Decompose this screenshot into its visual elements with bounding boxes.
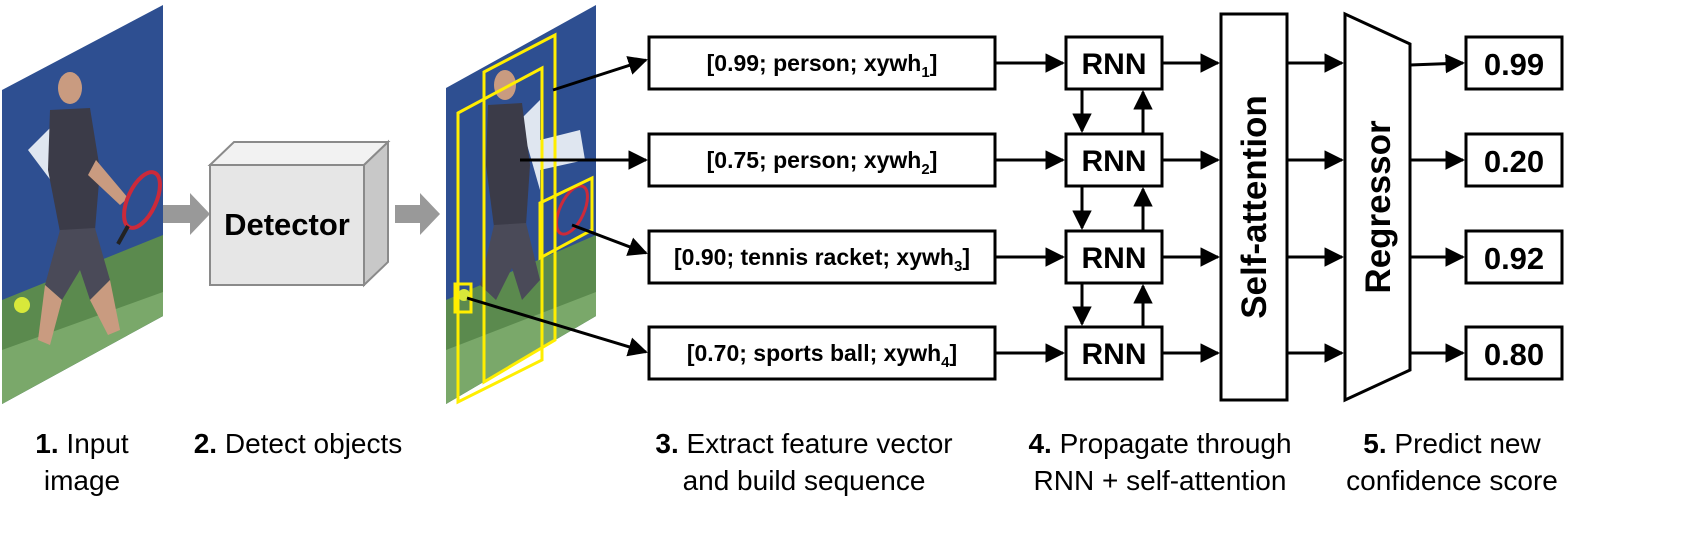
self-attention-block: Self-attention: [1219, 12, 1289, 402]
svg-text:1. Input: 1. Input: [35, 428, 129, 459]
svg-text:and build sequence: and build sequence: [683, 465, 926, 496]
score-2: 0.20: [1464, 132, 1564, 188]
attention-to-regressor-arrows: [1287, 53, 1344, 363]
svg-text:RNN: RNN: [1082, 145, 1147, 178]
feature-to-rnn-arrows: [995, 53, 1065, 363]
svg-text:0.92: 0.92: [1484, 241, 1544, 276]
tennis-ball-icon: [14, 297, 30, 313]
detector-label: Detector: [224, 207, 350, 242]
detection-box-racket: [538, 175, 594, 261]
rnn-1: RNN: [1064, 35, 1164, 91]
score-3: 0.92: [1464, 229, 1564, 285]
person-silhouette-icon: [480, 70, 540, 300]
feature-vector-2: [0.75; person; xywh2]: [647, 132, 997, 188]
detection-box-person-2: [456, 65, 544, 405]
person-silhouette-icon: [38, 72, 128, 345]
svg-text:confidence score: confidence score: [1346, 465, 1558, 496]
detected-image: [446, 5, 596, 405]
svg-text:RNN: RNN: [1082, 48, 1147, 81]
svg-text:RNN: RNN: [1082, 242, 1147, 275]
svg-text:image: image: [44, 465, 120, 496]
regressor-block: Regressor: [1343, 11, 1412, 403]
rnn-to-attention-arrows: [1162, 53, 1220, 363]
caption-step-1: 1. Input image: [35, 428, 129, 496]
feature-vector-1: [0.99; person; xywh1]: [647, 35, 997, 91]
input-image: [2, 5, 163, 404]
svg-text:RNN: RNN: [1082, 338, 1147, 371]
detector-box: Detector: [207, 139, 391, 288]
svg-text:3. Extract feature vector: 3. Extract feature vector: [655, 428, 952, 459]
rnn-4: RNN: [1064, 325, 1164, 381]
svg-text:5. Predict new: 5. Predict new: [1363, 428, 1541, 459]
svg-text:[0.99; person; xywh1]: [0.99; person; xywh1]: [707, 50, 938, 81]
svg-text:RNN + self-attention: RNN + self-attention: [1034, 465, 1287, 496]
svg-text:2. Detect objects: 2. Detect objects: [194, 428, 403, 459]
caption-step-5: 5. Predict new confidence score: [1346, 428, 1558, 496]
gray-arrow-1: [163, 193, 210, 235]
tennis-racket-icon: [555, 184, 589, 236]
feature-vector-3: [0.90; tennis racket; xywh3]: [647, 229, 997, 285]
rnn-bidirectional-arrows: [1072, 89, 1153, 327]
svg-text:Regressor: Regressor: [1359, 120, 1398, 294]
tennis-racket-icon: [116, 170, 162, 245]
svg-text:Self-attention: Self-attention: [1235, 95, 1274, 319]
image-to-feature-arrows: [466, 56, 648, 357]
svg-text:0.99: 0.99: [1484, 47, 1544, 82]
caption-step-4: 4. Propagate through RNN + self-attentio…: [1028, 428, 1291, 496]
svg-text:[0.75; person; xywh2]: [0.75; person; xywh2]: [707, 147, 938, 178]
svg-text:[0.90; tennis racket; xywh3]: [0.90; tennis racket; xywh3]: [674, 244, 970, 275]
caption-step-3: 3. Extract feature vector and build sequ…: [655, 428, 952, 496]
rnn-3: RNN: [1064, 229, 1164, 285]
gray-arrow-2: [395, 193, 440, 235]
regressor-to-score-arrows: [1409, 53, 1465, 363]
svg-text:0.20: 0.20: [1484, 144, 1544, 179]
svg-text:0.80: 0.80: [1484, 337, 1544, 372]
caption-step-2: 2. Detect objects: [194, 428, 403, 459]
svg-text:4. Propagate through: 4. Propagate through: [1028, 428, 1291, 459]
rnn-2: RNN: [1064, 132, 1164, 188]
feature-vector-4: [0.70; sports ball; xywh4]: [647, 325, 997, 381]
score-4: 0.80: [1464, 325, 1564, 381]
score-1: 0.99: [1464, 35, 1564, 91]
svg-text:[0.70; sports ball; xywh4]: [0.70; sports ball; xywh4]: [687, 340, 957, 371]
detection-box-person-1: [482, 32, 557, 385]
